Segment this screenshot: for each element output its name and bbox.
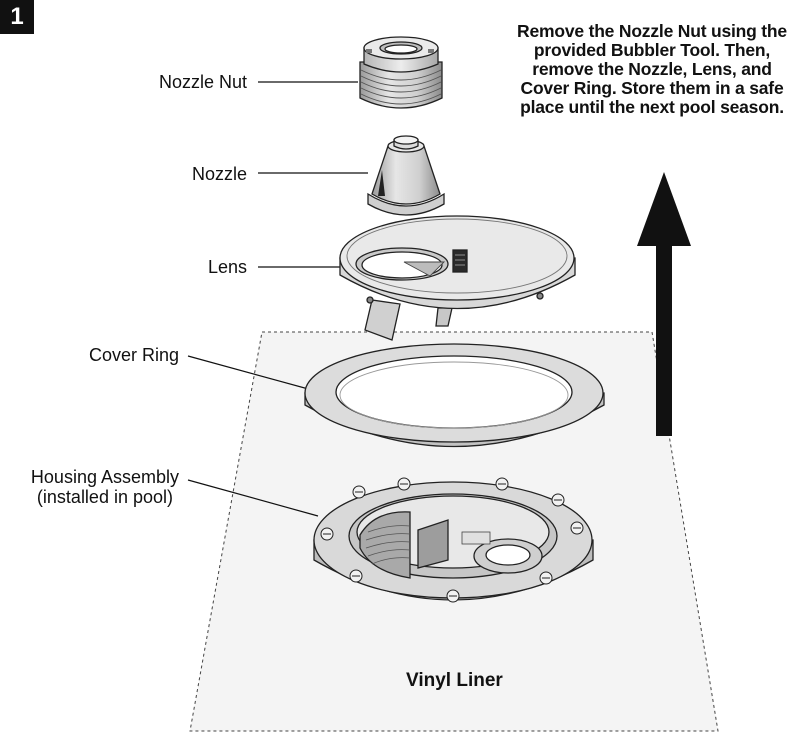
nozzle-part: [367, 135, 445, 216]
instructions-line: Cover Ring. Store them in a safe: [520, 78, 784, 98]
removal-arrow: [637, 172, 691, 436]
nozzle-label: Nozzle: [191, 164, 247, 184]
nozzle-nut-label: Nozzle Nut: [158, 72, 247, 92]
housing-leader: [187, 479, 319, 517]
cover-ring-part: [304, 343, 605, 448]
housing-assembly-label: Housing Assembly (installed in pool): [31, 467, 179, 507]
instructions-text: Remove the Nozzle Nut using the provided…: [494, 22, 810, 117]
lens-label: Lens: [207, 257, 247, 277]
nozzle-nut-part: [359, 36, 443, 109]
housing-assembly-part: [313, 477, 594, 603]
step-number-badge: 1: [0, 0, 34, 34]
instructions-line: remove the Nozzle, Lens, and: [532, 59, 772, 79]
vinyl-liner-label: Vinyl Liner: [406, 670, 503, 691]
housing-assembly-label-line: (installed in pool): [36, 487, 173, 507]
instructions-line: provided Bubbler Tool. Then,: [533, 40, 771, 60]
cover-ring-leader: [187, 355, 313, 391]
housing-assembly-label-line: Housing Assembly: [30, 467, 179, 487]
instructions-line: place until the next pool season.: [520, 97, 784, 117]
lens-part: [339, 215, 576, 341]
instructions-line: Remove the Nozzle Nut using the: [517, 21, 787, 41]
cover-ring-label: Cover Ring: [88, 345, 179, 365]
